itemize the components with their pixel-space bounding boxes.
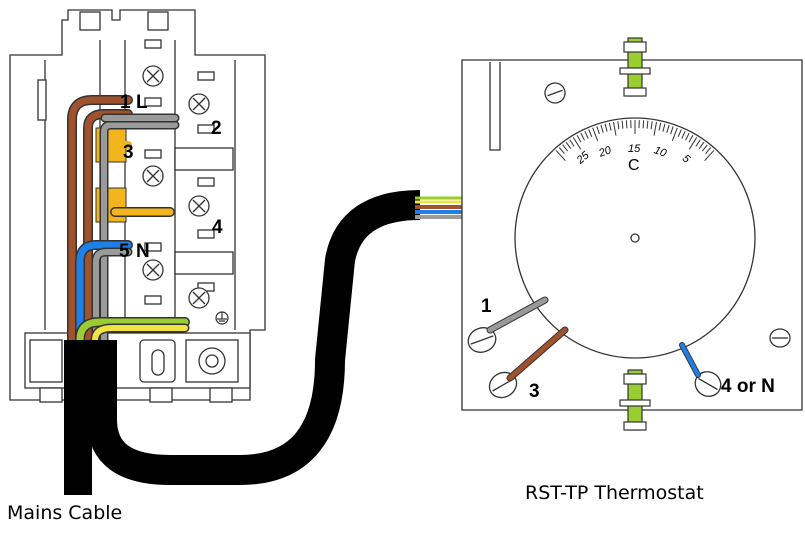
thermostat-cable-wires	[415, 198, 462, 217]
top-tab-left	[80, 12, 100, 30]
thermostat-terminal-4n-label: 4 or N	[721, 376, 775, 398]
jb-terminal-n-label: N	[136, 241, 150, 263]
junction-box	[10, 10, 265, 402]
jb-terminal-2-label: 2	[211, 118, 222, 140]
dial-tick	[626, 120, 627, 128]
mains-cable-caption: Mains Cable	[7, 502, 122, 524]
dial-center	[631, 234, 639, 242]
screw-terminal-1	[143, 66, 163, 86]
thermostat-body	[462, 60, 802, 410]
dial-unit-label: C	[628, 157, 640, 175]
dial-scale-label-15: 15	[628, 143, 640, 155]
screw-terminal-2	[189, 94, 209, 114]
screw-terminal-n	[143, 260, 163, 280]
screw-terminal-earth	[189, 288, 209, 308]
thermostat-screw-right	[770, 329, 790, 347]
bottom-adjust-screw	[620, 370, 650, 430]
jb-terminal-4-label: 4	[212, 217, 223, 239]
screw-terminal-3	[143, 166, 163, 186]
thermostat-terminal-1-label: 1	[481, 296, 492, 318]
dial-tick	[643, 120, 644, 128]
thermostat-terminal-3-label: 3	[529, 381, 540, 403]
jb-terminal-3-label: 3	[123, 142, 134, 164]
thermostat-caption: RST-TP Thermostat	[525, 482, 704, 504]
jb-terminal-5-label: 5	[119, 241, 130, 263]
top-tab-right	[148, 12, 168, 30]
jb-terminal-1-label: 1	[120, 92, 131, 114]
screw-terminal-4	[189, 196, 209, 216]
jb-terminal-l-label: L	[136, 92, 148, 114]
